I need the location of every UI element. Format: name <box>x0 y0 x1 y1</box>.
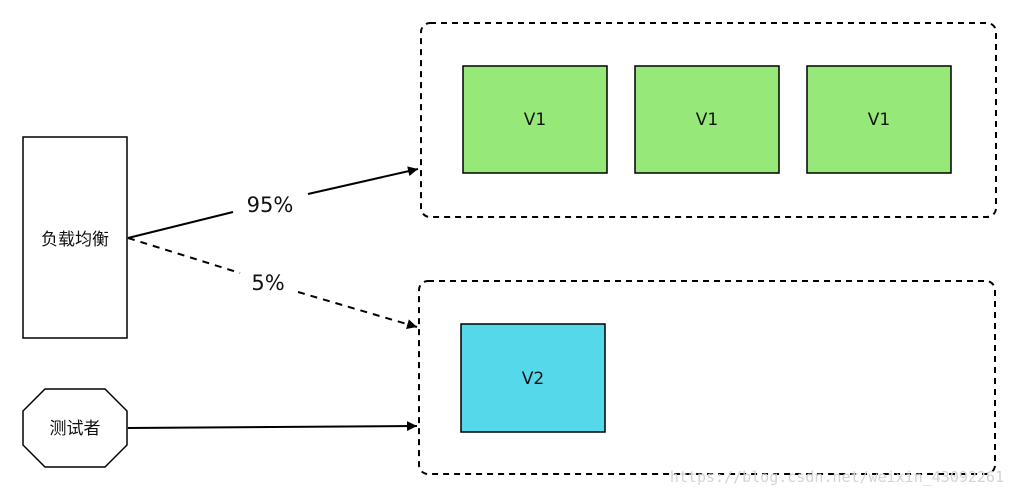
v2-node: V2 <box>460 323 606 433</box>
v1-group-container <box>420 22 997 218</box>
v1-node: V1 <box>634 65 780 174</box>
v1-node-label: V1 <box>524 110 546 130</box>
v1-node-label: V1 <box>696 110 718 130</box>
edge-tester-to-v2 <box>127 421 418 432</box>
tester-node: 测试者 <box>22 388 128 468</box>
v1-node: V1 <box>806 65 952 174</box>
edge-label-5: 5% <box>251 271 284 295</box>
v2-group-container <box>418 280 996 475</box>
v2-node-label: V2 <box>522 369 544 389</box>
v1-node-label: V1 <box>868 110 890 130</box>
edge-lb-to-v2-part1 <box>127 237 241 274</box>
edge-lb-to-v1-arrow <box>307 166 419 195</box>
edge-lb-to-v2-arrow <box>297 291 418 329</box>
load-balancer-label: 负载均衡 <box>41 230 109 250</box>
v1-node: V1 <box>462 65 608 174</box>
load-balancer-node: 负载均衡 <box>22 136 128 339</box>
edge-label-95: 95% <box>247 193 294 217</box>
edge-lb-to-v1-part1 <box>127 211 234 239</box>
watermark-text: https://blog.csdn.net/weixin_43092261 <box>670 468 1004 486</box>
tester-label: 测试者 <box>50 419 101 439</box>
